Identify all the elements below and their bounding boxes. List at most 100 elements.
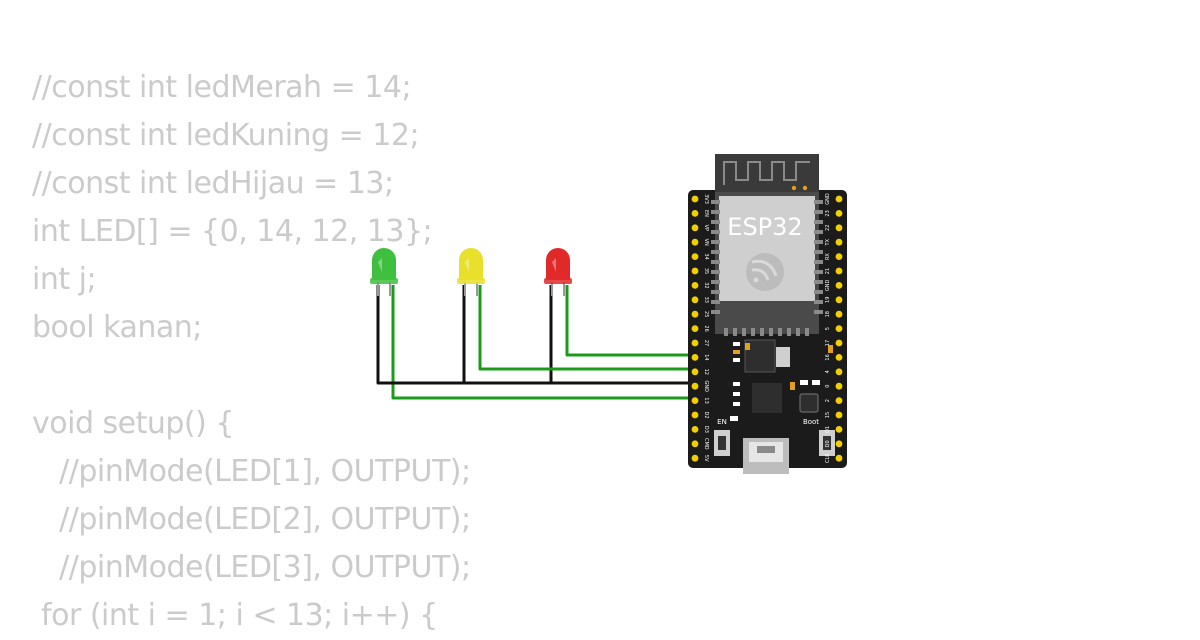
pin-label: CLK <box>825 453 831 463</box>
pin-gnd[interactable] <box>835 282 843 289</box>
code-listing: //const int ledMerah = 14;//const int le… <box>32 64 471 640</box>
pin-label: 33 <box>703 297 709 303</box>
code-line: int j; <box>32 262 97 297</box>
pin-22[interactable] <box>835 224 843 232</box>
code-line: //const int ledMerah = 14; <box>32 70 412 105</box>
pin-label: 21 <box>825 268 831 274</box>
boot-button[interactable] <box>819 430 835 456</box>
module-pad <box>814 250 823 254</box>
antenna-pad <box>802 185 808 191</box>
pin-gnd[interactable] <box>835 195 843 203</box>
pin-label: D3 <box>703 426 709 433</box>
module-pad <box>787 328 791 336</box>
module-pads <box>711 200 823 336</box>
module-pad <box>805 328 809 336</box>
pin-18[interactable] <box>835 310 843 318</box>
yellow-led[interactable] <box>457 248 485 296</box>
pin-14[interactable] <box>691 354 699 361</box>
module-pad <box>711 250 720 254</box>
pin-label: 25 <box>703 311 709 317</box>
pin-vn[interactable] <box>691 238 699 246</box>
module-pad <box>711 230 720 234</box>
pin-label: 5 <box>825 327 831 330</box>
pin-12[interactable] <box>691 368 699 376</box>
pin-0[interactable] <box>835 382 843 390</box>
pin-rx[interactable] <box>835 253 843 260</box>
pin-vp[interactable] <box>691 224 699 232</box>
pin-label: 22 <box>825 225 831 231</box>
en-button[interactable] <box>714 430 730 456</box>
module-pad <box>711 240 720 244</box>
pin-32[interactable] <box>691 282 699 289</box>
wire-green-led-ground <box>376 285 696 385</box>
pin-gnd[interactable] <box>691 382 699 390</box>
module-pad <box>760 328 764 336</box>
usb-uart-chip <box>752 383 782 413</box>
pin-label: VP <box>703 225 709 231</box>
pin-17[interactable] <box>835 339 843 347</box>
pin-35[interactable] <box>691 267 699 275</box>
pin-label: 26 <box>703 325 709 331</box>
module-antenna <box>715 154 819 192</box>
pin-4[interactable] <box>835 368 843 376</box>
module-pad <box>814 300 823 304</box>
pin-en[interactable] <box>691 210 699 217</box>
pin-label: 0 <box>825 385 831 388</box>
pin-label: D2 <box>703 411 709 418</box>
pin-label: D1 <box>825 426 831 433</box>
pin-label: 12 <box>703 369 709 375</box>
module-pad <box>711 210 720 214</box>
pin-d3[interactable] <box>691 426 699 433</box>
pin-label: 18 <box>825 311 831 317</box>
pin-16[interactable] <box>835 354 843 361</box>
pin-label: 4 <box>825 370 831 373</box>
leds <box>370 248 572 296</box>
pin-19[interactable] <box>835 296 843 304</box>
module-pad <box>814 210 823 214</box>
pin-5[interactable] <box>835 325 843 332</box>
module-pad <box>711 220 720 224</box>
pin-label: 14 <box>703 354 709 360</box>
pin-label: 16 <box>825 354 831 360</box>
pin-2[interactable] <box>835 397 843 404</box>
module-pad <box>724 328 728 336</box>
pin-26[interactable] <box>691 325 699 332</box>
pin-clk[interactable] <box>835 454 843 462</box>
red-led[interactable] <box>544 248 572 296</box>
pin-33[interactable] <box>691 296 699 304</box>
pin-13[interactable] <box>691 397 699 404</box>
pin-d0[interactable] <box>835 440 843 448</box>
pin-23[interactable] <box>835 210 843 217</box>
module-pad <box>711 290 720 294</box>
module-pad <box>814 270 823 274</box>
pin-cmd[interactable] <box>691 440 699 448</box>
pin-tx[interactable] <box>835 238 843 246</box>
pin-label: 27 <box>703 340 709 346</box>
module-pad <box>733 328 737 336</box>
pin-label: EN <box>703 210 709 217</box>
pin-3v3[interactable] <box>691 195 699 203</box>
pin-label: 19 <box>825 297 831 303</box>
pin-label: 2 <box>825 399 831 402</box>
esp32-board[interactable]: ESP32 <box>688 154 847 474</box>
pin-21[interactable] <box>835 267 843 275</box>
pin-label: 15 <box>825 412 831 418</box>
pin-25[interactable] <box>691 310 699 318</box>
pin-5v[interactable] <box>691 454 699 462</box>
pin-d1[interactable] <box>835 426 843 433</box>
code-line: int LED[] = {0, 14, 12, 13}; <box>32 214 433 249</box>
antenna-trace <box>723 161 810 185</box>
green-led[interactable] <box>370 248 398 296</box>
left-pin-header: 3V3ENVPVN343532332526271412GND13D2D3CMD5… <box>691 194 709 462</box>
pin-d2[interactable] <box>691 411 699 419</box>
pin-27[interactable] <box>691 339 699 347</box>
micro-usb-port[interactable] <box>743 438 789 474</box>
pin-15[interactable] <box>835 411 843 419</box>
module-pad <box>778 328 782 336</box>
pin-label: 32 <box>703 282 709 288</box>
pin-34[interactable] <box>691 253 699 260</box>
code-line: //pinMode(LED[3], OUTPUT); <box>32 550 471 585</box>
wire-green-led-signal <box>391 285 696 400</box>
boot-button-label: Boot <box>803 418 819 426</box>
